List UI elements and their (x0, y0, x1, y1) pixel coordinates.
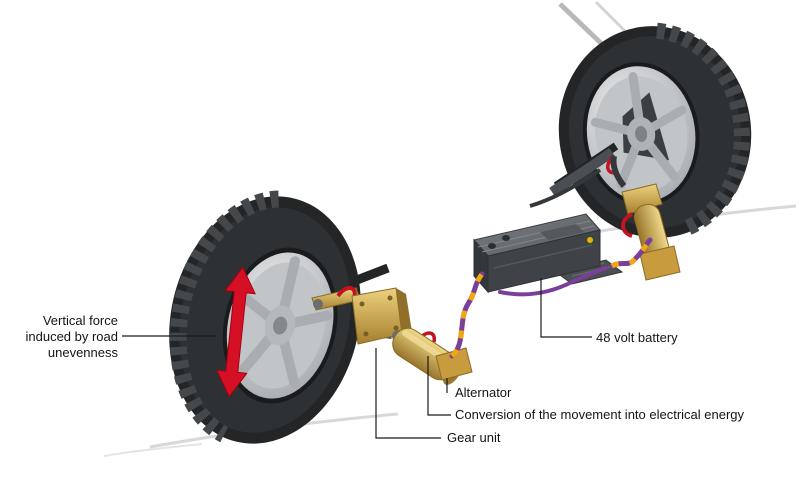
label-vertical-force: Vertical force induced by road unevennes… (6, 313, 118, 361)
left-wheel (169, 190, 361, 444)
power-cables (449, 237, 653, 359)
label-vertical-force-line2: induced by road (25, 329, 118, 344)
label-vertical-force-line1: Vertical force (42, 313, 118, 328)
right-tire-tread (656, 22, 750, 237)
right-suspension (529, 142, 619, 208)
leader-lines (122, 278, 592, 439)
battery-marker (587, 237, 593, 243)
leader-gear-unit (375, 348, 441, 439)
left-hub (273, 316, 288, 335)
battery-terminal (502, 235, 510, 241)
cable-under-battery (498, 266, 608, 297)
label-gear-unit: Gear unit (447, 430, 501, 445)
right-damper-red-wire (621, 212, 634, 238)
right-hub (635, 125, 648, 142)
leader-battery (540, 278, 592, 338)
label-vertical-force-line3: unevenness (47, 345, 118, 360)
right-damper-housing (639, 245, 681, 281)
battery-terminal (488, 243, 496, 249)
battery-48v (473, 213, 601, 294)
vertical-force-arrow (216, 266, 256, 398)
leader-conversion (427, 356, 451, 416)
gear-unit-side (396, 288, 412, 334)
label-alternator: Alternator (455, 385, 512, 400)
cable-left-purple (449, 271, 485, 359)
left-erot-assembly (311, 286, 473, 385)
cable-right-purple (609, 237, 653, 269)
label-conversion: Conversion of the movement into electric… (455, 407, 745, 422)
right-upper-suspension-links (558, 0, 632, 50)
label-48v-battery: 48 volt battery (596, 330, 678, 345)
